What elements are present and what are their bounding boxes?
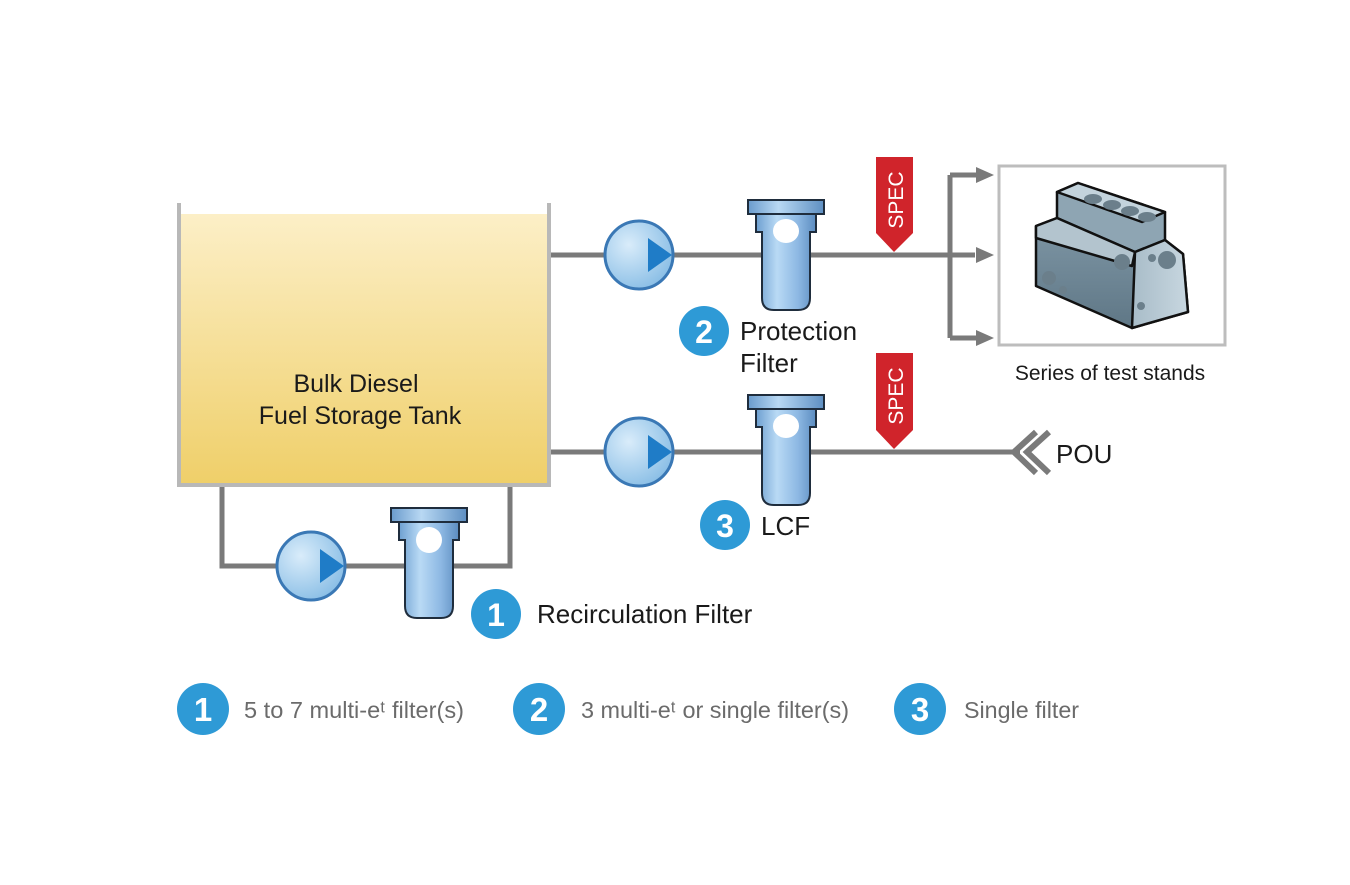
recirculation-filter-label: 1 Recirculation Filter <box>471 589 753 639</box>
tank-label-line1: Bulk Diesel <box>293 370 418 398</box>
badge-2 <box>679 306 729 356</box>
recirculation-pipe <box>219 486 513 569</box>
play-arrow-icon <box>648 238 672 272</box>
legend-item-2: 2 3 multi-eᵗ or single filter(s) <box>513 683 849 735</box>
svg-text:3: 3 <box>911 691 929 728</box>
spec-tag-lower: SPEC <box>876 353 913 449</box>
legend-item-3: 3 Single filter <box>894 683 1079 735</box>
double-chevron-icon <box>1009 429 1052 476</box>
manifold-arrows <box>976 167 994 346</box>
legend-item-1: 1 5 to 7 multi-eᵗ filter(s) <box>177 683 464 735</box>
tank-label-line2: Fuel Storage Tank <box>259 402 462 430</box>
filter-protection <box>747 199 825 311</box>
play-arrow-icon <box>320 549 344 583</box>
pou-label: POU <box>1056 439 1112 469</box>
pump-lower <box>603 416 675 488</box>
spec-tag-label: SPEC <box>885 367 908 424</box>
badge-3 <box>700 500 750 550</box>
svg-text:2: 2 <box>530 691 548 728</box>
protection-filter-label: 2 Protection Filter <box>679 306 857 378</box>
svg-text:2: 2 <box>695 314 713 350</box>
svg-text:3: 3 <box>716 508 734 544</box>
test-stands-label: Series of test stands <box>1015 362 1205 385</box>
svg-text:1: 1 <box>487 597 505 633</box>
legend-text-1: 5 to 7 multi-eᵗ filter(s) <box>244 697 464 723</box>
pou-outlet: POU <box>1009 429 1112 476</box>
arrow-icon <box>976 167 994 183</box>
lcf-label-text: LCF <box>761 511 810 541</box>
filter-recirculation <box>390 507 468 619</box>
badge-1 <box>471 589 521 639</box>
bulk-diesel-tank: Bulk Diesel Fuel Storage Tank <box>177 203 551 487</box>
lcf-label: 3 LCF <box>700 500 810 550</box>
recirculation-label-text: Recirculation Filter <box>537 599 753 629</box>
filter-lcf <box>747 394 825 506</box>
legend-text-3: Single filter <box>964 697 1079 723</box>
spec-tag-label: SPEC <box>885 171 908 228</box>
legend-text-2: 3 multi-eᵗ or single filter(s) <box>581 697 849 723</box>
svg-text:1: 1 <box>194 691 212 728</box>
protection-label-line1: Protection <box>740 316 857 346</box>
protection-label-line2: Filter <box>740 348 798 378</box>
play-arrow-icon <box>648 435 672 469</box>
arrow-icon <box>976 247 994 263</box>
arrow-icon <box>976 330 994 346</box>
pump-upper <box>603 219 675 291</box>
legend: 1 5 to 7 multi-eᵗ filter(s) 2 3 multi-eᵗ… <box>177 683 1079 735</box>
spec-tag-upper: SPEC <box>876 157 913 252</box>
test-stands: Series of test stands <box>997 164 1227 385</box>
pump-recirculation <box>275 530 347 602</box>
